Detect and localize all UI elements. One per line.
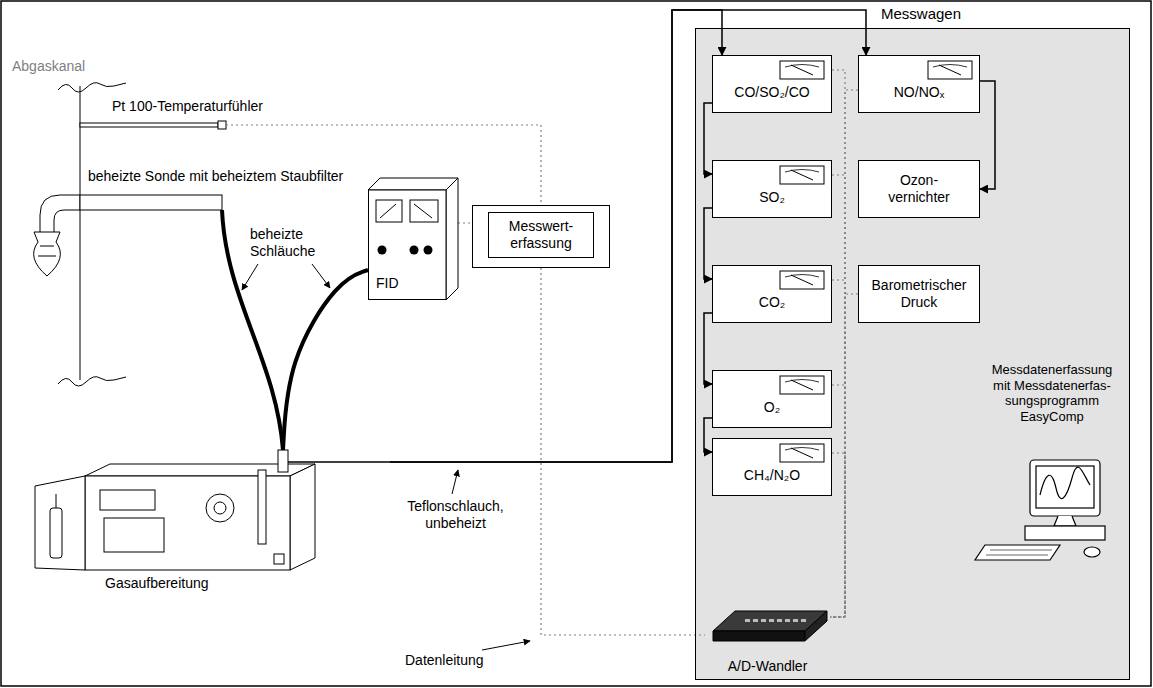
data-line [458,222,472,223]
gas-line [704,418,712,452]
data-line [830,385,845,617]
ad-converter-icon [705,605,830,650]
cabinet-drawing [30,450,390,572]
heated-probe [34,195,222,276]
exhaust-duct [58,83,126,386]
data-line [830,90,858,617]
probe-label: beheizte Sonde mit beheiztem Staubfilter [88,168,363,185]
node-label: Ozon- vernichter [877,172,961,206]
gauge-icon [927,60,973,80]
gas-line [704,208,712,279]
node-label: CO/SO₂/CO [717,84,827,101]
leader-line [242,264,530,650]
node-label: Barometrischer Druck [863,277,975,311]
fid-analyzer: FID [368,178,458,300]
measurement-van-panel: MesswagenCO/SO₂/COSO₂CO₂O₂CH₄/N₂ONO/NOₓO… [695,28,1130,680]
analyzer-box: NO/NOₓ [858,55,980,113]
gauge-icon [779,375,825,395]
software-label: Messdatenerfassung mit Messdatenerfas- s… [982,362,1122,424]
node-label: NO/NOₓ [863,84,975,101]
data-line [830,70,845,617]
panel-heading: Messwagen [881,5,961,23]
hose-label: beheizte Schläuche [250,226,330,260]
node-label: CH₄/N₂O [717,467,827,484]
sensor-label: Pt 100-Temperaturfühler [112,98,332,115]
analyzer-box: O₂ [712,370,832,428]
heated-hose [283,270,368,450]
ad-converter: A/D-Wandler [705,605,830,677]
analyzer-box: CH₄/N₂O [712,438,832,496]
analyzer-box: CO/SO₂/CO [712,55,832,113]
gas-line [980,81,995,189]
node-label: SO₂ [717,189,827,206]
node-label: Gasaufbereitung [105,575,209,592]
data-line [830,175,845,617]
van-panel-ground [695,28,1130,680]
data-line [830,453,845,617]
gauge-icon [779,165,825,185]
gas-line [704,103,712,174]
node-label: Messwert- erfassung [488,212,594,258]
node-label: A/D-Wandler [705,658,830,675]
data-line [830,280,845,617]
gas-conditioning-unit: Gasaufbereitung [30,450,390,592]
data-line-label: Datenleitung [405,652,505,669]
gas-line [704,313,712,384]
data-line [830,294,858,617]
node-label: FID [376,275,399,292]
duct-label: Abgaskanal [12,58,112,75]
hose-label: Teflonschlauch, unbeheizt [398,498,513,532]
gauge-icon [779,443,825,463]
gauge-icon [779,60,825,80]
analyzer-box: SO₂ [712,160,832,218]
analyzer-box: CO₂ [712,265,832,323]
data-acquisition-box: Messwert- erfassung [472,205,610,268]
data-line [541,268,705,635]
node-label: O₂ [717,399,827,416]
gas-line [390,10,866,462]
pt100-sensor [80,121,226,129]
pressure-sensor-box: Barometrischer Druck [858,265,980,323]
gauge-icon [779,270,825,290]
ozone-destroyer-box: Ozon- vernichter [858,160,980,218]
node-label: CO₂ [717,294,827,311]
computer-icon [975,460,1105,560]
